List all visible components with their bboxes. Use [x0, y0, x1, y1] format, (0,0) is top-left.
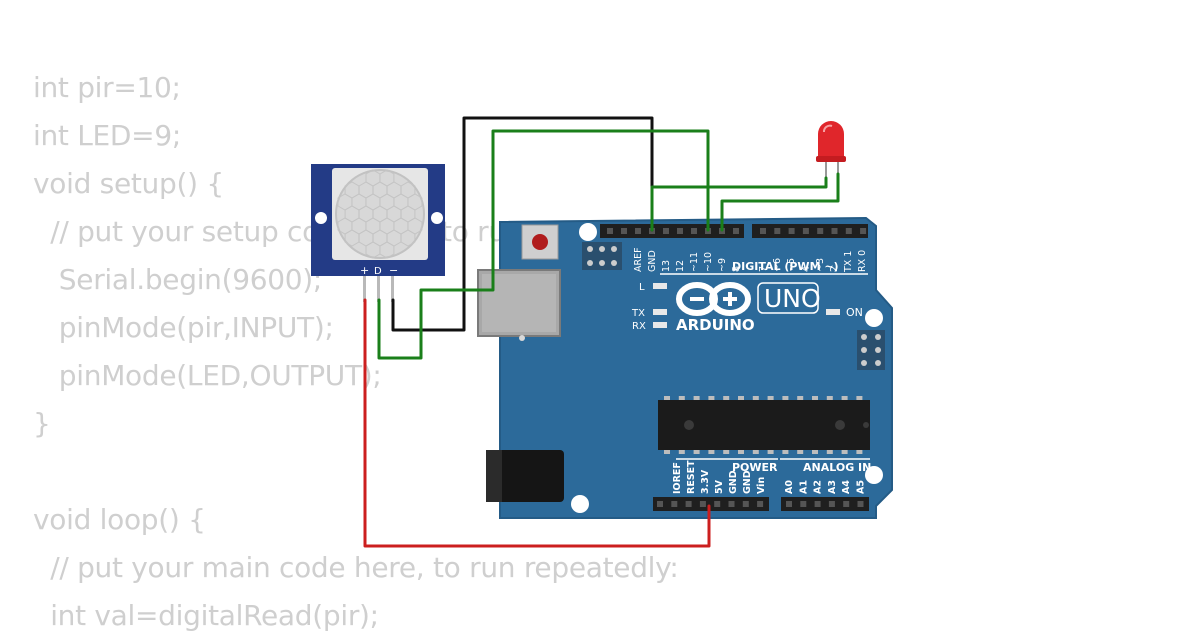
analog-pin-label: A3 — [827, 480, 838, 494]
digital-pin-label: ~3 — [815, 258, 826, 272]
analog-pin-label: A4 — [841, 480, 852, 494]
digital-pin-label: 4 — [801, 266, 812, 272]
wire-led-gnd[interactable] — [650, 176, 828, 232]
led-label-tx: TX — [631, 308, 645, 319]
digital-header — [600, 224, 868, 238]
icsp-header — [582, 242, 622, 270]
icsp-header-right — [857, 330, 885, 370]
pir-pin-label-gnd: − — [389, 264, 398, 277]
digital-pin-label: ~6 — [772, 258, 783, 272]
digital-pin-label: ~5 — [786, 258, 797, 272]
pir-pin-label-data: D — [374, 266, 382, 277]
digital-pin-label: AREF — [633, 247, 644, 272]
red-led[interactable] — [816, 121, 846, 180]
model-text: UNO — [764, 284, 821, 313]
arduino-logo-icon — [676, 282, 751, 316]
digital-pin-label: 7 — [758, 266, 769, 272]
power-header — [653, 497, 769, 511]
led-tx — [653, 309, 667, 315]
wire-pir-gnd[interactable] — [391, 116, 654, 332]
led-l — [653, 283, 667, 289]
power-pin-label: 3.3V — [700, 469, 711, 494]
led-label-rx: RX — [632, 321, 646, 332]
led-label-l: L — [639, 282, 645, 293]
analog-pin-label: A0 — [784, 480, 795, 494]
power-pin-label: RESET — [686, 460, 697, 494]
power-pin-label: Vin — [756, 477, 767, 494]
power-pin-label: 5V — [714, 479, 725, 494]
atmega-chip — [658, 396, 870, 454]
digital-pin-label: 8 — [731, 266, 742, 272]
pir-pin-label-vcc: + — [360, 264, 369, 277]
mount-hole — [571, 495, 589, 513]
mount-hole — [865, 309, 883, 327]
code-line: int val=digitalRead(pir); — [33, 599, 379, 632]
analog-pin-label: A5 — [856, 480, 867, 494]
code-line: void setup() { — [33, 167, 224, 200]
code-line: // put your main code here, to run repea… — [33, 551, 679, 584]
led-label-on: ON — [846, 306, 863, 319]
pir-dome — [335, 169, 425, 259]
digital-pin-label: ~9 — [717, 258, 728, 272]
power-jack — [486, 450, 564, 502]
digital-header-label: DIGITAL (PWM ~) — [732, 260, 839, 273]
code-line: void loop() { — [33, 503, 206, 536]
digital-pin-label: TX 1 — [843, 251, 854, 273]
led-on — [826, 309, 840, 315]
wire-led-anode[interactable] — [720, 172, 840, 232]
digital-pin-label: 12 — [675, 260, 686, 272]
brand-text: ARDUINO — [676, 316, 755, 334]
digital-pin-label: 13 — [661, 260, 672, 272]
analog-label: ANALOG IN — [803, 461, 871, 474]
code-line: int LED=9; — [33, 119, 181, 152]
analog-pin-label: A2 — [813, 480, 824, 494]
code-background: int pir=10; int LED=9; void setup() { // p… — [33, 64, 679, 640]
led-body — [818, 121, 844, 162]
mount-hole — [865, 466, 883, 484]
mount-hole — [579, 223, 597, 241]
digital-pin-label: 2 — [829, 266, 840, 272]
digital-pin-label: ~10 — [703, 252, 714, 272]
code-line: pinMode(LED,OUTPUT); — [33, 359, 382, 392]
power-label: POWER — [732, 461, 778, 474]
digital-pin-label: GND — [647, 250, 658, 272]
code-line: Serial.begin(9600); — [33, 263, 323, 296]
code-line: } — [33, 407, 51, 440]
wire-pir-vcc[interactable] — [363, 298, 711, 548]
power-pin-label: GND — [742, 470, 753, 494]
wires — [363, 116, 840, 548]
analog-header — [781, 497, 869, 511]
digital-pin-label: ~11 — [689, 252, 700, 272]
digital-pin-label: RX 0 — [857, 250, 868, 272]
analog-pin-label: A1 — [798, 480, 809, 494]
wire-pir-data[interactable] — [377, 129, 710, 360]
code-line: pinMode(pir,INPUT); — [33, 311, 334, 344]
power-pin-label: IOREF — [672, 462, 683, 494]
led-rx — [653, 322, 667, 328]
code-line: int pir=10; — [33, 71, 181, 104]
power-pin-label: GND — [728, 470, 739, 494]
pir-sensor[interactable]: + D − — [311, 164, 445, 302]
